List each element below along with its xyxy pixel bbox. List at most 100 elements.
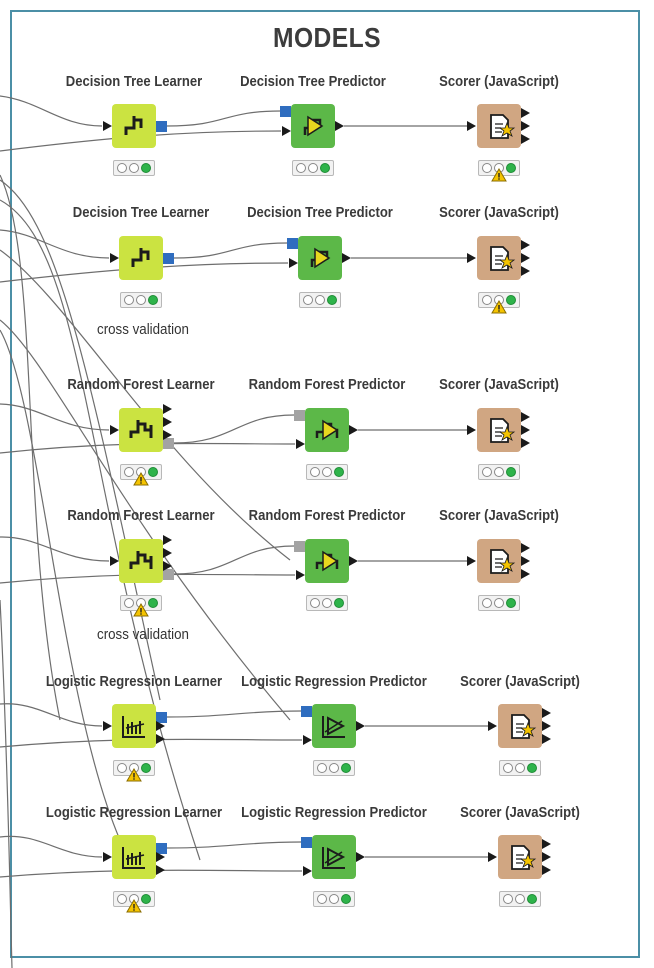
status-dot-configured-icon xyxy=(129,163,139,173)
predictor-node[interactable] xyxy=(298,236,342,280)
scorer-out-port-1[interactable] xyxy=(521,556,530,566)
learner-node[interactable] xyxy=(112,835,156,879)
learner-node[interactable] xyxy=(119,408,163,452)
learner-out-port-0[interactable] xyxy=(156,721,165,731)
predictor-out-port[interactable] xyxy=(356,721,365,731)
scorer-node-label: Scorer (JavaScript) xyxy=(460,805,580,821)
predictor-status-bar xyxy=(313,760,355,776)
predictor-node[interactable] xyxy=(291,104,335,148)
scorer-node[interactable] xyxy=(498,704,542,748)
scorer-out-port-0[interactable] xyxy=(521,543,530,553)
warning-icon xyxy=(133,603,149,617)
learner-model-port[interactable] xyxy=(163,438,174,449)
scorer-out-port-1[interactable] xyxy=(521,121,530,131)
learner-node-label: Decision Tree Learner xyxy=(72,205,210,221)
predictor-model-port[interactable] xyxy=(301,706,312,717)
learner-node[interactable] xyxy=(119,539,163,583)
annotation-text: cross validation xyxy=(97,627,189,643)
scorer-node[interactable] xyxy=(477,539,521,583)
scorer-node[interactable] xyxy=(477,236,521,280)
cross-connection xyxy=(0,329,121,841)
predictor-model-port[interactable] xyxy=(301,837,312,848)
scorer-out-port-1[interactable] xyxy=(521,425,530,435)
learner-node-label: Logistic Regression Learner xyxy=(45,674,223,690)
learner-model-port[interactable] xyxy=(156,121,167,132)
predictor-model-port[interactable] xyxy=(294,541,305,552)
predictor-node-label: Decision Tree Predictor xyxy=(240,74,386,90)
learner-out-port-0[interactable] xyxy=(156,852,165,862)
scorer-out-port-1[interactable] xyxy=(542,852,551,862)
learner-model-port[interactable] xyxy=(163,253,174,264)
scorer-out-port-0[interactable] xyxy=(521,108,530,118)
scorer-out-port-1[interactable] xyxy=(521,253,530,263)
warning-icon xyxy=(491,300,507,314)
scorer-node[interactable] xyxy=(498,835,542,879)
model-connection xyxy=(166,110,281,127)
scorer-out-port-1[interactable] xyxy=(542,721,551,731)
predictor-out-port[interactable] xyxy=(342,253,351,263)
scorer-out-port-2[interactable] xyxy=(521,569,530,579)
learner-out-port-1[interactable] xyxy=(163,417,172,427)
learner-node[interactable] xyxy=(112,704,156,748)
scorer-out-port-0[interactable] xyxy=(542,708,551,718)
learner-out-port-1[interactable] xyxy=(156,734,165,744)
scorer-input-arrow xyxy=(488,852,497,862)
predictor-node[interactable] xyxy=(312,835,356,879)
scorer-out-port-2[interactable] xyxy=(521,266,530,276)
warning-icon xyxy=(133,472,149,486)
learner-input-arrow xyxy=(103,721,112,731)
predictor-status-bar xyxy=(306,595,348,611)
status-dot-configured-icon xyxy=(515,894,525,904)
scorer-out-port-2[interactable] xyxy=(542,865,551,875)
learner-node[interactable] xyxy=(119,236,163,280)
learner-out-port-2[interactable] xyxy=(163,561,172,571)
scorer-input-arrow xyxy=(467,121,476,131)
learner-out-port-1[interactable] xyxy=(163,548,172,558)
status-dot-executed-icon xyxy=(148,598,158,608)
scorer-out-port-0[interactable] xyxy=(521,412,530,422)
section-title: MODELS xyxy=(272,22,382,53)
predictor-out-port[interactable] xyxy=(356,852,365,862)
predictor-input-arrow xyxy=(303,866,312,876)
learner-out-port-0[interactable] xyxy=(163,535,172,545)
scorer-out-port-2[interactable] xyxy=(542,734,551,744)
learner-out-port-0[interactable] xyxy=(163,404,172,414)
learner-model-port[interactable] xyxy=(163,569,174,580)
learner-node[interactable] xyxy=(112,104,156,148)
predictor-node[interactable] xyxy=(305,408,349,452)
status-dot-idle-icon xyxy=(317,894,327,904)
learner-input-connection xyxy=(0,835,103,858)
predictor-out-port[interactable] xyxy=(349,425,358,435)
model-connection xyxy=(173,414,295,444)
predictor-node-label: Random Forest Predictor xyxy=(248,377,406,393)
predictor-node[interactable] xyxy=(305,539,349,583)
learner-model-port[interactable] xyxy=(156,843,167,854)
status-dot-configured-icon xyxy=(308,163,318,173)
models-annotation-frame xyxy=(10,10,640,958)
scorer-status-bar xyxy=(499,891,541,907)
predictor-model-port[interactable] xyxy=(294,410,305,421)
status-dot-idle-icon xyxy=(503,894,513,904)
learner-out-port-2[interactable] xyxy=(163,430,172,440)
status-dot-configured-icon xyxy=(329,894,339,904)
scorer-node[interactable] xyxy=(477,104,521,148)
learner-out-port-1[interactable] xyxy=(156,865,165,875)
predictor-out-port[interactable] xyxy=(335,121,344,131)
learner-input-arrow xyxy=(110,556,119,566)
status-dot-executed-icon xyxy=(141,894,151,904)
status-dot-executed-icon xyxy=(334,467,344,477)
scorer-out-port-0[interactable] xyxy=(542,839,551,849)
scorer-out-port-2[interactable] xyxy=(521,134,530,144)
scorer-input-arrow xyxy=(467,425,476,435)
scorer-out-port-0[interactable] xyxy=(521,240,530,250)
scorer-out-port-2[interactable] xyxy=(521,438,530,448)
predictor-out-port[interactable] xyxy=(349,556,358,566)
learner-input-arrow xyxy=(110,253,119,263)
scorer-node[interactable] xyxy=(477,408,521,452)
learner-model-port[interactable] xyxy=(156,712,167,723)
predictor-model-port[interactable] xyxy=(280,106,291,117)
scorer-node-label: Scorer (JavaScript) xyxy=(439,74,559,90)
predictor-model-port[interactable] xyxy=(287,238,298,249)
predictor-node[interactable] xyxy=(312,704,356,748)
scorer-node-label: Scorer (JavaScript) xyxy=(439,508,559,524)
